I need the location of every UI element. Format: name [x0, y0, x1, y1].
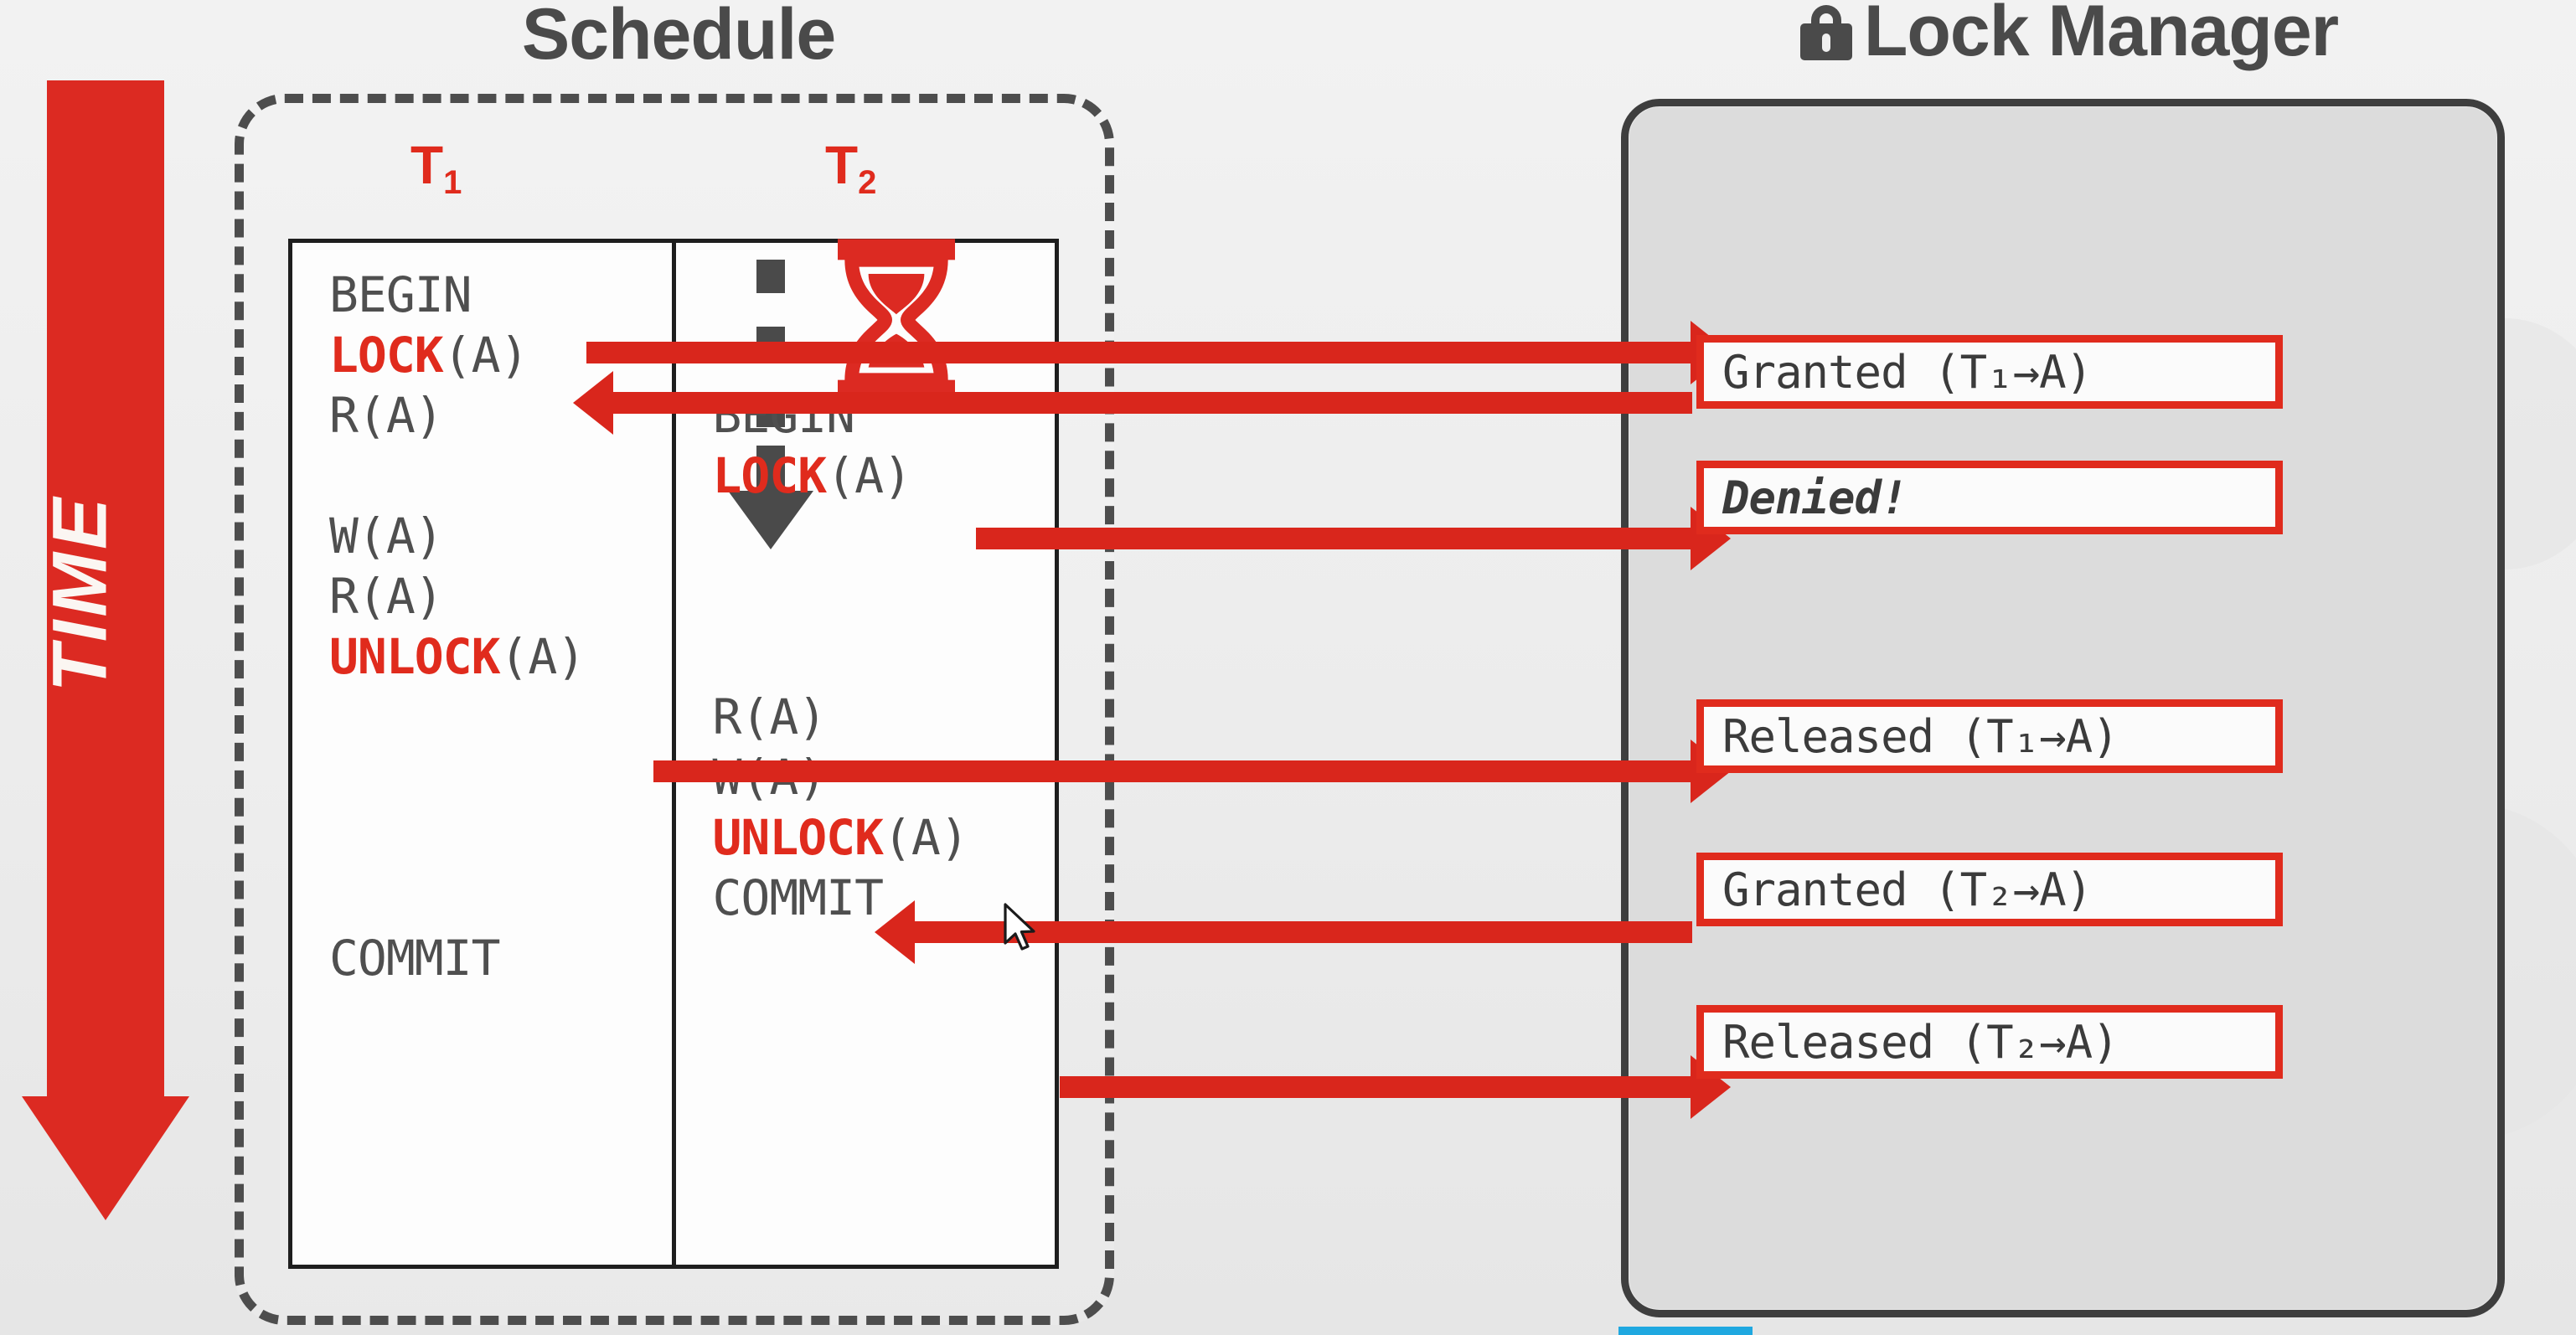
waiting-arrow-head [727, 491, 813, 549]
t1-letter: T [410, 135, 444, 195]
lock-manager-title-text: Lock Manager [1863, 0, 2339, 71]
schedule-op-text: COMMIT [329, 930, 501, 987]
lock-manager-entry-text: Released (T₁→A) [1722, 709, 2119, 763]
schedule-op-t1-3: W(A) [329, 508, 444, 564]
column-header-t2: T2 [825, 134, 876, 202]
lock-manager-entry-3: Granted (T₂→A) [1696, 853, 2283, 926]
message-arrow-lock-request-t2 [976, 507, 1731, 570]
lock-manager-entry-text: Granted (T₁→A) [1722, 345, 2093, 399]
t2-subscript: 2 [858, 164, 877, 201]
schedule-op-text: R(A) [712, 688, 828, 745]
schedule-op-t2-1: LOCK(A) [712, 447, 912, 504]
progress-bar-sliver [1618, 1327, 1753, 1335]
schedule-title: Schedule [521, 0, 836, 75]
lock-icon [1799, 5, 1852, 60]
schedule-op-text: (A) [499, 628, 586, 685]
schedule-op-t1-4: R(A) [329, 568, 444, 625]
schedule-op-t1-6: COMMIT [329, 930, 501, 987]
lock-manager-entry-text: Released (T₂→A) [1722, 1015, 2119, 1069]
time-arrow-head [22, 1096, 189, 1220]
schedule-op-t2-4: UNLOCK(A) [712, 809, 969, 866]
schedule-op-text: COMMIT [712, 869, 885, 926]
t1-subscript: 1 [443, 164, 462, 201]
lock-manager-entry-text: Denied! [1722, 471, 1908, 524]
message-arrow-grant-reply-t1 [573, 371, 1692, 435]
schedule-op-text: W(A) [329, 508, 444, 564]
schedule-op-t1-0: BEGIN [329, 266, 472, 323]
column-header-t1: T1 [410, 134, 462, 202]
time-arrow-shaft [47, 80, 164, 1098]
schedule-op-t1-1: LOCK(A) [329, 327, 529, 384]
schedule-op-keyword: UNLOCK [329, 628, 501, 685]
message-arrow-unlock-request-t2 [1060, 1055, 1731, 1119]
time-axis-arrow: TIME [22, 80, 189, 1220]
schedule-op-t1-5: UNLOCK(A) [329, 628, 586, 685]
mouse-cursor [1002, 903, 1039, 953]
message-arrow-lock-request-t1 [586, 321, 1731, 384]
schedule-op-text: (A) [826, 447, 912, 504]
schedule-op-text: R(A) [329, 387, 444, 444]
t2-letter: T [825, 135, 859, 195]
message-arrow-grant-reply-t2 [875, 900, 1692, 964]
schedule-op-keyword: LOCK [329, 327, 444, 384]
lock-manager-entry-text: Granted (T₂→A) [1722, 863, 2093, 916]
waiting-arrow-shaft [756, 446, 785, 494]
lock-manager-entry-4: Released (T₂→A) [1696, 1005, 2283, 1079]
time-axis-label: TIME [37, 494, 123, 693]
hourglass-icon [825, 236, 968, 404]
schedule-op-keyword: LOCK [712, 447, 828, 504]
schedule-op-t1-2: R(A) [329, 387, 444, 444]
lock-manager-entry-2: Released (T₁→A) [1696, 699, 2283, 773]
schedule-op-text: R(A) [329, 568, 444, 625]
lock-manager-entry-1: Denied! [1696, 461, 2283, 534]
schedule-op-text: (A) [883, 809, 969, 866]
message-arrow-unlock-request-t1 [653, 740, 1731, 803]
schedule-op-t2-5: COMMIT [712, 869, 885, 926]
schedule-op-text: (A) [442, 327, 529, 384]
schedule-op-keyword: UNLOCK [712, 809, 885, 866]
schedule-op-t2-2: R(A) [712, 688, 828, 745]
lock-manager-entry-0: Granted (T₁→A) [1696, 335, 2283, 409]
schedule-op-text: BEGIN [329, 266, 472, 323]
lock-manager-title: Lock Manager [1617, 0, 2522, 73]
